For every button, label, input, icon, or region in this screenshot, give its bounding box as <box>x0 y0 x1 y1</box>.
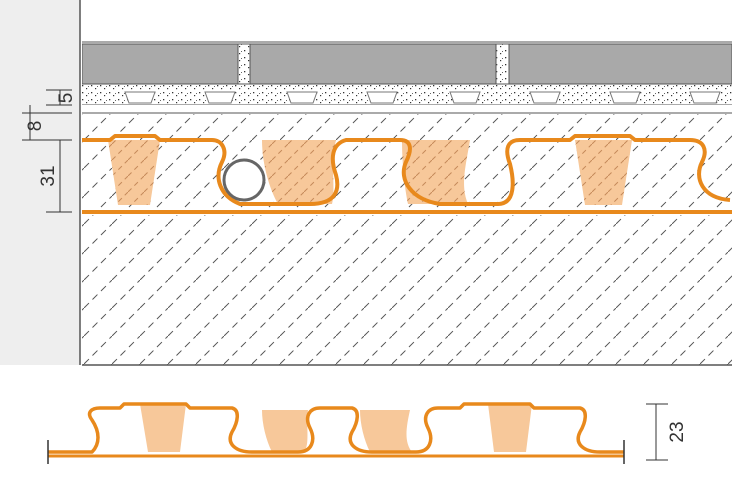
tiles <box>82 43 732 85</box>
detail-dimension <box>646 403 668 461</box>
dimension-label-23: 23 <box>667 421 688 442</box>
wall-panel <box>0 0 80 365</box>
concrete-base <box>82 215 732 365</box>
dimension-label-8: 8 <box>25 121 46 132</box>
heating-mat-profile <box>82 134 731 206</box>
adhesive-layer <box>82 85 732 105</box>
mat-detail <box>47 402 625 464</box>
dimension-label-5: 5 <box>56 93 77 104</box>
section-layers <box>82 0 732 365</box>
heating-cable <box>222 158 266 202</box>
dimension-label-31: 31 <box>38 165 59 186</box>
left-dimensions <box>22 89 72 213</box>
mat-top-profile <box>124 91 721 104</box>
